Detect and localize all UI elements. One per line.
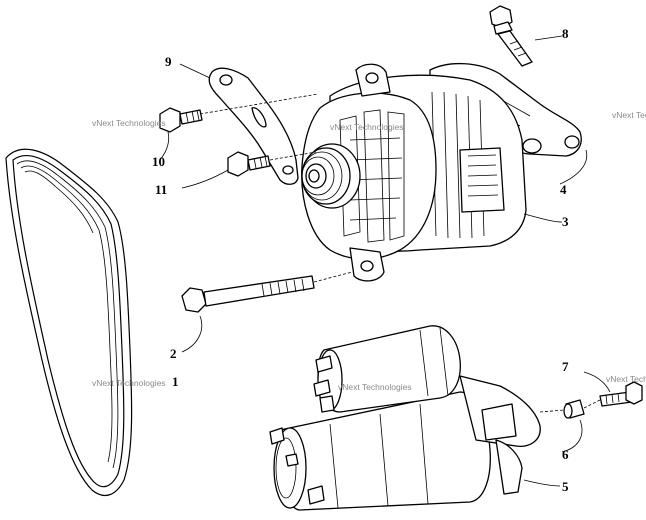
bracket-bolt — [489, 5, 533, 67]
alternator — [301, 63, 527, 282]
callout-2: 2 — [170, 346, 177, 361]
small-bolt-upper — [159, 107, 203, 133]
long-bolt — [181, 275, 315, 313]
drive-belt — [5, 148, 133, 497]
callout-9: 9 — [165, 54, 172, 69]
callout-6: 6 — [562, 447, 569, 462]
callout-7: 7 — [562, 359, 569, 374]
watermark-5: vNext Technologies — [612, 110, 646, 120]
bushing — [563, 399, 585, 419]
alternator-bracket-plate — [208, 67, 299, 185]
callout-1: 1 — [172, 374, 179, 389]
starter-motor — [269, 325, 541, 511]
callout-5: 5 — [562, 479, 569, 494]
starter-bolt — [599, 381, 643, 407]
watermark-3: vNext Technologies — [92, 378, 166, 388]
watermark-4: vNext Technologies — [338, 382, 412, 392]
watermark-2: vNext Technologies — [330, 122, 404, 132]
callout-3: 3 — [562, 214, 569, 229]
callout-8: 8 — [562, 26, 569, 41]
alignment-lines — [199, 93, 601, 413]
watermark-6: vNext Technologies — [606, 374, 646, 384]
callout-4: 4 — [560, 182, 567, 197]
callout-10: 10 — [152, 154, 165, 169]
callout-11: 11 — [155, 182, 167, 197]
watermark-1: vNext Technologies — [92, 118, 166, 128]
small-bolt-lower — [227, 151, 271, 177]
